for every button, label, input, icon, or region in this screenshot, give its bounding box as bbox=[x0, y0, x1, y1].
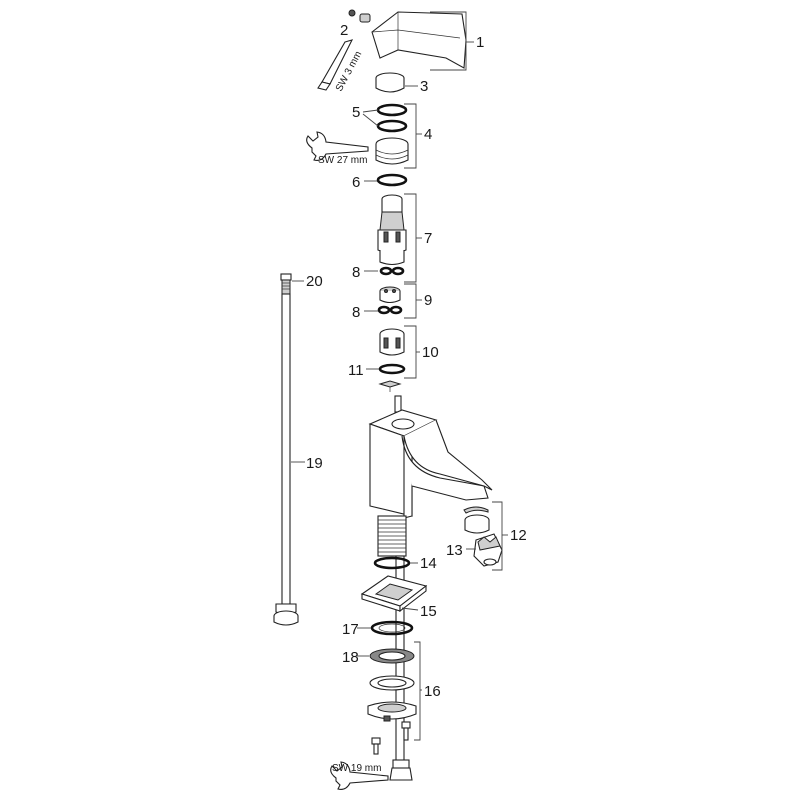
part-4-nut bbox=[375, 137, 409, 165]
callout-15: 15 bbox=[420, 603, 437, 620]
callout-17: 17 bbox=[342, 621, 359, 638]
part-11-o-ring bbox=[378, 363, 406, 375]
callout-8a: 8 bbox=[352, 264, 360, 281]
callout-5: 5 bbox=[352, 104, 360, 121]
hex-key-icon bbox=[317, 39, 354, 91]
bracket-9 bbox=[404, 283, 422, 319]
callout-3: 3 bbox=[420, 78, 428, 95]
part-8-seals-b bbox=[377, 305, 403, 315]
part-18-washer bbox=[369, 648, 415, 664]
callout-4: 4 bbox=[424, 126, 432, 143]
part-15-square-plate bbox=[360, 575, 428, 613]
part-5-o-rings bbox=[376, 103, 408, 133]
callout-8b: 8 bbox=[352, 304, 360, 321]
part-6-o-ring bbox=[376, 173, 408, 187]
callout-12: 12 bbox=[510, 527, 527, 544]
part-1-handle bbox=[371, 11, 467, 69]
bracket-12 bbox=[492, 501, 508, 571]
part-20-hose-fitting bbox=[280, 273, 292, 295]
wrench-19-icon bbox=[330, 761, 389, 790]
callout-7: 7 bbox=[424, 230, 432, 247]
callout-20: 20 bbox=[306, 273, 323, 290]
wrench-27-icon bbox=[306, 131, 369, 161]
part-7-cartridge bbox=[377, 194, 407, 266]
part-12-aerator-clip bbox=[463, 506, 489, 514]
part-10-cartridge-base bbox=[379, 328, 405, 356]
callout-2: 2 bbox=[340, 22, 348, 39]
part-17-ring bbox=[370, 620, 414, 636]
part-14-o-ring bbox=[373, 556, 411, 570]
threaded-shank bbox=[377, 515, 407, 557]
callout-16: 16 bbox=[424, 683, 441, 700]
part-9-insert bbox=[379, 286, 401, 304]
bracket-1 bbox=[430, 11, 474, 71]
bracket-16 bbox=[414, 641, 422, 741]
part-8-seals-a bbox=[379, 266, 405, 276]
callout-14: 14 bbox=[420, 555, 437, 572]
callout-1: 1 bbox=[476, 34, 484, 51]
part-16-bolts bbox=[371, 721, 411, 755]
callout-6: 6 bbox=[352, 174, 360, 191]
callout-18: 18 bbox=[342, 649, 359, 666]
part-16-washer bbox=[369, 675, 415, 691]
callout-10: 10 bbox=[422, 344, 439, 361]
callout-19: 19 bbox=[306, 455, 323, 472]
part-12-aerator bbox=[464, 514, 490, 534]
callout-9: 9 bbox=[424, 292, 432, 309]
part-16-nut-plate bbox=[367, 701, 417, 722]
wrench-27-size-label: SW 27 mm bbox=[318, 155, 367, 166]
supply-line-nut bbox=[389, 759, 413, 781]
part-2-grub-screw bbox=[348, 9, 371, 23]
part-3-cap bbox=[375, 72, 405, 93]
part-13-aerator-key bbox=[473, 533, 503, 567]
callout-13: 13 bbox=[446, 542, 463, 559]
bracket-10 bbox=[404, 325, 420, 379]
part-19-flexible-hose bbox=[273, 293, 299, 626]
bracket-7 bbox=[404, 193, 422, 283]
clip-part bbox=[378, 380, 402, 392]
callout-11: 11 bbox=[348, 362, 364, 379]
spout-body bbox=[368, 395, 493, 519]
bracket-4 bbox=[404, 103, 422, 169]
wrench-19-size-label: SW 19 mm bbox=[332, 763, 381, 774]
